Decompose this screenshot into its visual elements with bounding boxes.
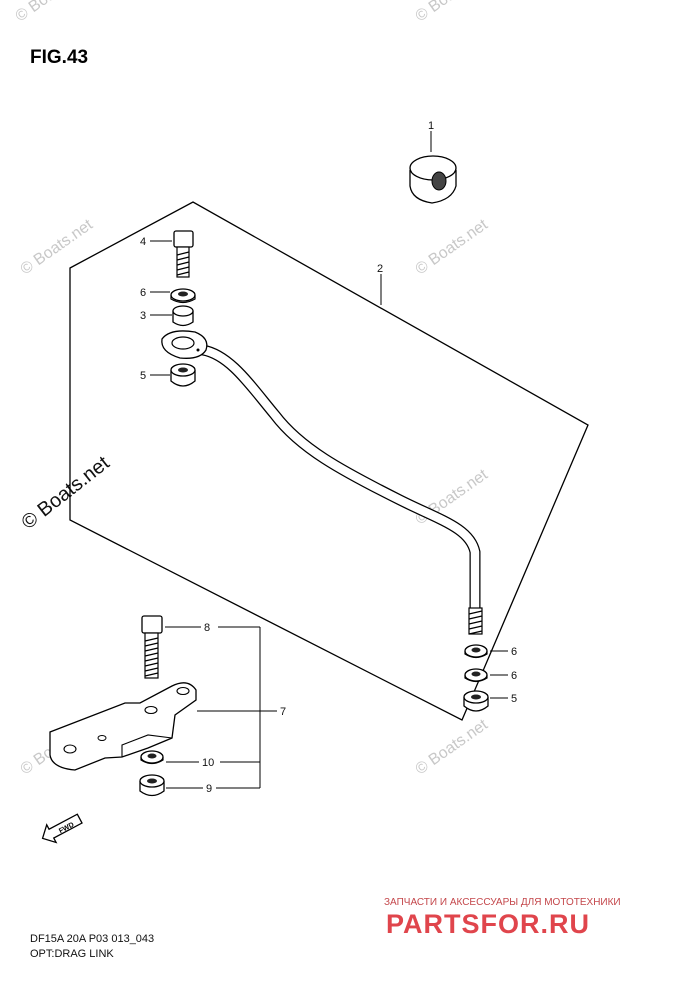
callout-9: 9	[206, 783, 212, 795]
part-bushing-3	[172, 305, 194, 327]
watermark-text: © Boats.net	[413, 466, 492, 528]
part-bolt-4	[173, 230, 194, 278]
callout-10: 10	[202, 757, 214, 769]
callout-6: 6	[511, 670, 517, 682]
part-washer-6	[170, 288, 196, 304]
callout-8: 8	[204, 622, 210, 634]
brand-site: PARTSFOR.RU	[386, 909, 590, 939]
part-nut-1	[409, 155, 457, 204]
part-washer-10	[140, 750, 164, 765]
leader-lines	[150, 131, 508, 789]
figure-title: FIG.43	[30, 47, 88, 68]
watermark-text: © Boats.net	[413, 216, 492, 278]
callout-5: 5	[140, 370, 146, 382]
callout-6: 6	[140, 287, 146, 299]
part-washer-6-right-b	[464, 668, 488, 683]
callout-1: 1	[428, 120, 434, 132]
callout-2: 2	[377, 263, 383, 275]
part-bracket-7	[49, 682, 197, 771]
callout-5: 5	[511, 693, 517, 705]
watermark-text: © Boats.net	[413, 0, 492, 25]
callout-3: 3	[140, 310, 146, 322]
watermark-text: © Boats.net	[18, 216, 97, 278]
part-nut-9	[139, 774, 165, 797]
assembly-box	[69, 201, 589, 721]
callouts: 1 2 4 6 3 5 6 6 5 8 7 10 9	[140, 120, 517, 795]
watermark-text: © Boats.net	[18, 452, 114, 534]
part-nut-5-right	[463, 690, 489, 712]
brand-tagline: ЗАПЧАСТИ И АКСЕССУАРЫ ДЛЯ МОТОТЕХНИКИ	[384, 897, 621, 908]
watermark-text: © Boats.net	[13, 0, 92, 25]
part-washer-6-right-a	[464, 644, 488, 659]
diagram-name: OPT:DRAG LINK	[30, 948, 114, 960]
diagram-code: DF15A 20A P03 013_043	[30, 933, 154, 945]
watermark-text: © Boats.net	[413, 716, 492, 778]
part-nut-5-upper	[170, 363, 196, 387]
callout-6: 6	[511, 646, 517, 658]
part-bolt-8	[141, 615, 163, 679]
callout-7: 7	[280, 706, 286, 718]
callout-4: 4	[140, 236, 146, 248]
part-drag-link-2	[161, 330, 483, 635]
forward-direction-arrow: FWD	[41, 813, 83, 844]
